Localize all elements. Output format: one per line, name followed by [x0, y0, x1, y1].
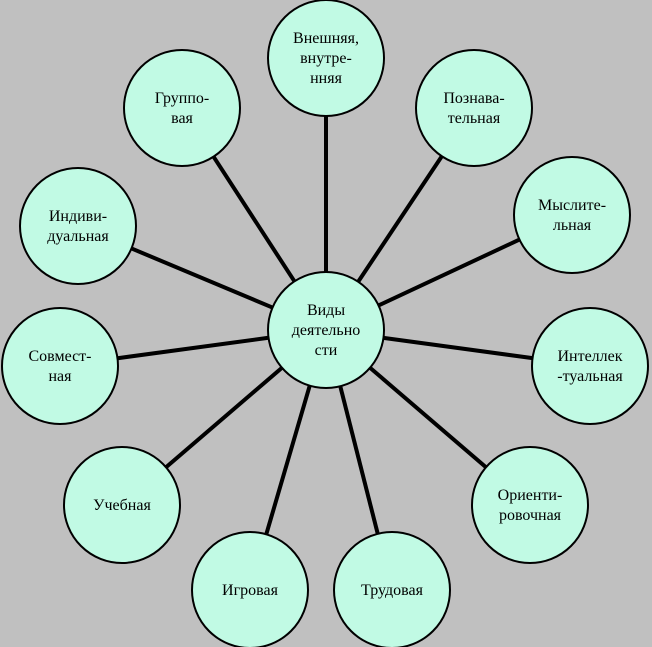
node-cognitive-circle: [415, 49, 533, 167]
node-labor-label-line-1: Трудовая: [361, 582, 424, 599]
node-joint-circle: [1, 307, 119, 425]
node-group-label-line-2: вая: [171, 110, 193, 127]
node-intellectual-label-line-2: -туальная: [557, 368, 623, 385]
center-node-label-line-3: сти: [315, 342, 338, 359]
node-intellectual: Интеллек -туальная: [531, 307, 649, 425]
connector-labor: [338, 385, 380, 535]
node-individual: Индиви-дуальная: [19, 167, 137, 285]
connector-joint: [117, 335, 269, 361]
node-play-label-line-1: Игровая: [222, 582, 279, 599]
connector-play: [264, 385, 312, 535]
connector-orienting: [368, 366, 488, 469]
center-node-label-line-2: деятельно: [292, 322, 361, 339]
node-individual-circle: [19, 167, 137, 285]
node-educational-circle: [63, 446, 181, 564]
node-cognitive-label-line-1: Познава-: [443, 90, 504, 107]
center-node: Виды деятельно сти: [267, 271, 385, 389]
connector-group: [211, 155, 297, 283]
node-external-internal-circle: [267, 0, 385, 117]
node-play-circle: [191, 531, 309, 647]
node-educational-label-line-1: Учебная: [93, 497, 151, 514]
node-mental: Мыслите-льная: [513, 156, 631, 274]
connector-intellectual: [383, 335, 533, 361]
node-intellectual-circle: [531, 307, 649, 425]
node-external-internal-label-line-2: внутре-: [300, 50, 352, 67]
node-orienting-label-line-2: ровочная: [499, 507, 562, 524]
node-mental-label-line-2: льная: [553, 217, 592, 234]
node-cognitive-label-line-2: тельная: [448, 110, 501, 127]
node-external-internal: Внешняя, внутре-нняя: [267, 0, 385, 117]
node-labor-circle: [333, 531, 451, 647]
node-group-label-line-1: Группо-: [155, 90, 209, 107]
node-orienting: Ориенти-ровочная: [471, 446, 589, 564]
connector-cognitive: [356, 155, 444, 283]
connector-lines: [117, 116, 533, 535]
node-intellectual-label-line-1: Интеллек: [557, 348, 622, 365]
node-cognitive: Познава-тельная: [415, 49, 533, 167]
node-educational: Учебная: [63, 446, 181, 564]
center-node-label-line-1: Виды: [307, 302, 345, 319]
node-joint-label-line-1: Совмест-: [29, 348, 92, 365]
connector-mental: [377, 237, 521, 308]
node-external-internal-label-line-1: Внешняя,: [293, 30, 359, 47]
node-individual-label-line-2: дуальная: [47, 228, 109, 245]
node-joint: Совмест-ная: [1, 307, 119, 425]
node-group: Группо-вая: [123, 49, 241, 167]
node-orienting-circle: [471, 446, 589, 564]
connector-individual: [130, 246, 274, 310]
node-labor: Трудовая: [333, 531, 451, 647]
node-group-circle: [123, 49, 241, 167]
node-orienting-label-line-1: Ориенти-: [498, 487, 563, 504]
node-mental-label-line-1: Мыслите-: [538, 197, 606, 214]
connector-educational: [164, 366, 284, 469]
node-play: Игровая: [191, 531, 309, 647]
node-individual-label-line-1: Индиви-: [49, 208, 107, 225]
center-node-circle: [267, 271, 385, 389]
node-mental-circle: [513, 156, 631, 274]
node-external-internal-label-line-3: нняя: [310, 70, 342, 87]
node-joint-label-line-2: ная: [48, 368, 72, 385]
